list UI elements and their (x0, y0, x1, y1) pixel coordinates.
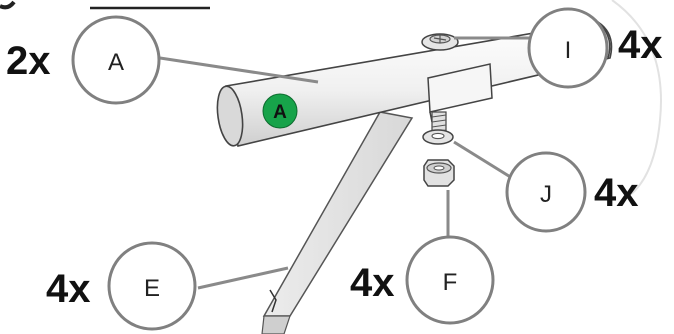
washer-part-j (422, 129, 454, 145)
callout-e: E (107, 241, 197, 331)
leader-line-j (453, 140, 513, 180)
callout-i: I (527, 7, 609, 89)
qty-j: 4x (594, 171, 639, 215)
qty-a: 2x (6, 39, 51, 83)
callout-e-label: E (144, 275, 160, 302)
qty-f: 4x (350, 261, 395, 305)
callout-a-label: A (108, 49, 124, 76)
callout-a: A (71, 15, 161, 105)
nut-part-f (423, 159, 455, 187)
leader-line-a (159, 56, 319, 84)
callout-f-label: F (443, 269, 458, 296)
callout-i-label: I (565, 37, 572, 64)
leader-line-e (197, 266, 289, 290)
tube-badge-label: A (273, 102, 287, 123)
tube-bracket (427, 63, 493, 123)
tube-badge: A (262, 93, 298, 129)
callout-f: F (405, 235, 495, 325)
callout-j: J (505, 151, 587, 233)
qty-i: 4x (618, 23, 663, 67)
background-arc (611, 0, 662, 196)
cropped-header-fragment (0, 0, 210, 10)
leg-part-e (261, 111, 414, 334)
callout-j-label: J (540, 181, 552, 208)
qty-e: 4x (46, 267, 91, 311)
bolt-part-i (421, 33, 459, 51)
